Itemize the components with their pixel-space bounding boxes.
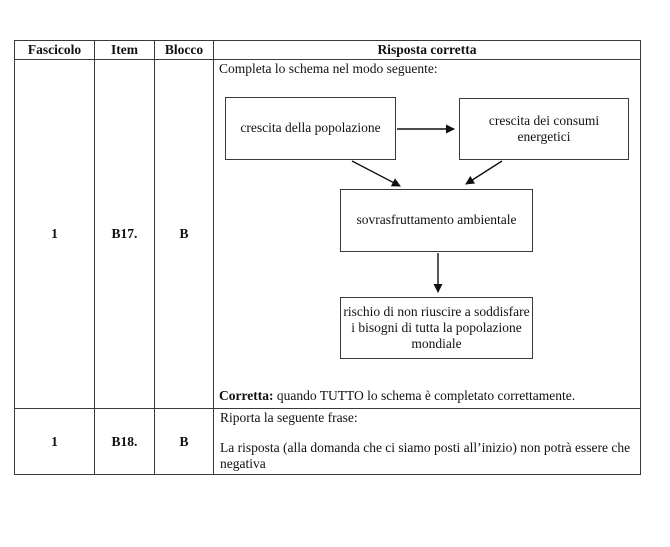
arrow-energy-to-overexploitation bbox=[465, 160, 503, 185]
flowchart-box-risk: rischio di non riuscire a soddisfare i b… bbox=[340, 297, 533, 359]
cell-item-b18: B18. bbox=[94, 408, 155, 475]
column-header-item: Item bbox=[94, 40, 155, 60]
flowchart-box-overexploitation: sovrasfruttamento ambientale bbox=[340, 189, 533, 252]
b18-intro-text: Riporta la seguente frase: bbox=[220, 410, 358, 425]
flowchart-box-energy-label: crescita dei consumi energetici bbox=[488, 112, 600, 144]
flowchart-box-population: crescita della popolazione bbox=[225, 97, 396, 160]
answers-table: Fascicolo Item Blocco Risposta corretta … bbox=[14, 40, 641, 475]
flowchart-box-risk-label: rischio di non riuscire a soddisfare i b… bbox=[343, 303, 530, 352]
correct-condition-label: Corretta: bbox=[219, 388, 274, 404]
cell-blocco-b17: B bbox=[154, 59, 214, 409]
table-row-b18: 1 B18. B Riporta la seguente frase: La r… bbox=[14, 408, 641, 475]
cell-fascicolo-b18: 1 bbox=[14, 408, 95, 475]
flowchart-intro-text: Completa lo schema nel modo seguente: bbox=[219, 61, 438, 76]
flowchart-box-overexploitation-label: sovrasfruttamento ambientale bbox=[356, 212, 517, 228]
column-header-blocco: Blocco bbox=[154, 40, 214, 60]
cell-risposta-b17: Completa lo schema nel modo seguente: bbox=[213, 59, 641, 409]
cell-risposta-b18: Riporta la seguente frase: La risposta (… bbox=[213, 408, 641, 475]
b18-quote-text: La risposta (alla domanda che ci siamo p… bbox=[220, 440, 631, 471]
correct-condition-line: Corretta: quando TUTTO lo schema è compl… bbox=[219, 388, 575, 405]
cell-item-b17: B17. bbox=[94, 59, 155, 409]
cell-fascicolo-b17: 1 bbox=[14, 59, 95, 409]
table-row-b17: 1 B17. B Completa lo schema nel modo seg… bbox=[14, 59, 641, 409]
cell-blocco-b18: B bbox=[154, 408, 214, 475]
arrow-population-to-overexploitation bbox=[351, 160, 401, 187]
header-row: Fascicolo Item Blocco Risposta corretta bbox=[14, 40, 641, 60]
flowchart: Completa lo schema nel modo seguente: bbox=[214, 60, 640, 408]
flowchart-box-population-label: crescita della popolazione bbox=[240, 120, 381, 136]
flowchart-box-energy: crescita dei consumi energetici bbox=[459, 98, 629, 160]
correct-condition-text: quando TUTTO lo schema è completato corr… bbox=[273, 388, 576, 404]
column-header-fascicolo: Fascicolo bbox=[14, 40, 95, 60]
column-header-risposta: Risposta corretta bbox=[213, 40, 641, 60]
